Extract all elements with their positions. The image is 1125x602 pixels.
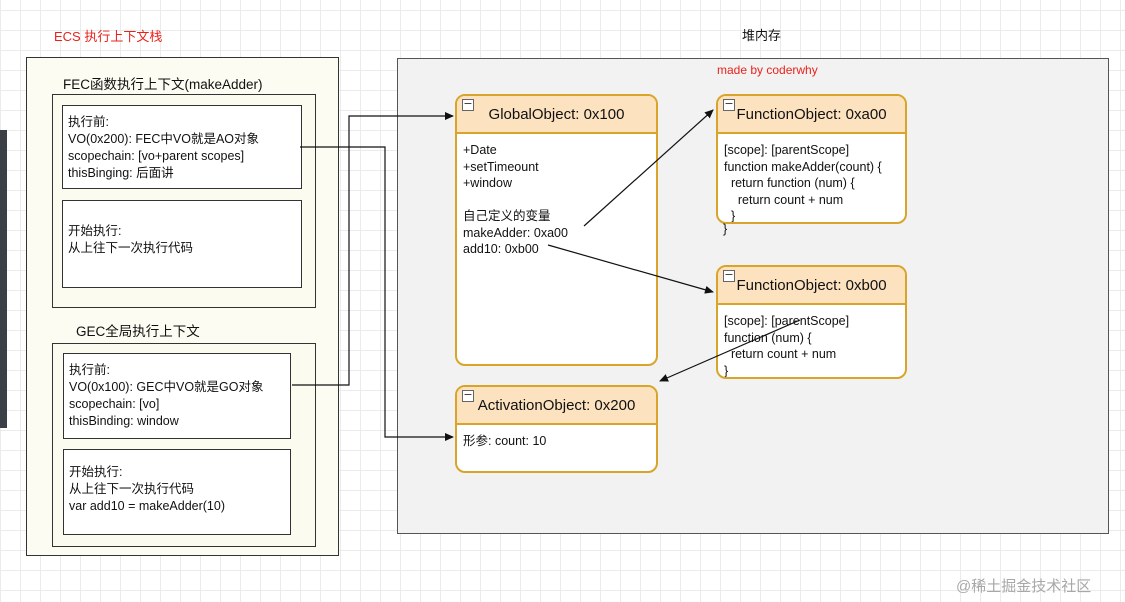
window-sidebar-strip bbox=[0, 130, 7, 428]
collapse-minus-icon[interactable]: − bbox=[462, 388, 474, 402]
fn-a00-line: return count + num bbox=[724, 192, 844, 207]
global-object-body: +Date +setTimeount +window 自己定义的变量 makeAdde… bbox=[457, 134, 656, 266]
fec-vo-to-activation-object-arrow bbox=[300, 146, 454, 441]
made-by-label: made by coderwhy bbox=[717, 63, 818, 77]
gec-before-line: VO(0x100): GEC中VO就是GO对象 bbox=[69, 380, 264, 394]
function-b00-scope-to-activation-arrow bbox=[659, 319, 801, 382]
fn-a00-line: } bbox=[724, 209, 736, 223]
fn-a00-line: return function (num) { bbox=[724, 176, 855, 190]
function-object-b00-title: FunctionObject: 0xb00 bbox=[736, 276, 887, 294]
function-object-b00: − FunctionObject: 0xb00 [scope]: [parent… bbox=[716, 265, 907, 379]
fec-exec-box: 开始执行: 从上往下一次执行代码 bbox=[62, 200, 302, 288]
fec-exec-line: 从上往下一次执行代码 bbox=[68, 241, 194, 255]
global-object-line: +window bbox=[463, 176, 512, 190]
gec-vo-to-global-object-arrow bbox=[292, 112, 454, 386]
fec-exec-line: 开始执行: bbox=[68, 224, 122, 238]
gec-before-box: 执行前: VO(0x100): GEC中VO就是GO对象 scopechain:… bbox=[63, 353, 291, 439]
global-object: − GlobalObject: 0x100 +Date+setTimeount+… bbox=[455, 94, 658, 366]
gec-before-line: scopechain: [vo] bbox=[69, 397, 160, 411]
gec-before-line: 执行前: bbox=[69, 363, 110, 377]
collapse-minus-icon[interactable]: − bbox=[723, 97, 735, 111]
function-object-a00-header: − FunctionObject: 0xa00 bbox=[718, 96, 905, 134]
function-object-a00: − FunctionObject: 0xa00 [scope]: [parent… bbox=[716, 94, 907, 224]
fn-b00-line: return count + num bbox=[724, 347, 837, 361]
ecs-stack-label: ECS 执行上下文栈 bbox=[54, 29, 163, 44]
fec-before-line: VO(0x200): FEC中VO就是AO对象 bbox=[68, 132, 260, 146]
activation-object-header: − ActivationObject: 0x200 bbox=[457, 387, 656, 425]
watermark-label: @稀土掘金技术社区 bbox=[956, 578, 1092, 595]
function-object-a00-body: [scope]: [parentScope] function makeAdder… bbox=[718, 134, 905, 223]
function-object-a00-title: FunctionObject: 0xa00 bbox=[736, 105, 887, 123]
function-object-b00-body: [scope]: [parentScope]function (num) { r… bbox=[718, 305, 905, 378]
global-object-line: makeAdder: 0xa00 bbox=[463, 225, 568, 240]
collapse-minus-icon[interactable]: − bbox=[723, 268, 735, 282]
activation-object: − ActivationObject: 0x200 形参: count: 10 bbox=[455, 385, 658, 473]
function-object-b00-header: − FunctionObject: 0xb00 bbox=[718, 267, 905, 305]
function-object-a00-closing-brace: } bbox=[723, 222, 728, 236]
fec-before-line: scopechain: [vo+parent scopes] bbox=[68, 149, 245, 163]
global-object-title: GlobalObject: 0x100 bbox=[488, 105, 625, 123]
fn-b00-line: } bbox=[724, 363, 729, 378]
collapse-minus-icon[interactable]: − bbox=[462, 97, 474, 111]
activation-object-body: 形参: count: 10 bbox=[457, 425, 656, 458]
makeadder-to-function-a00-arrow bbox=[583, 109, 714, 227]
global-object-line: +setTimeount bbox=[463, 159, 539, 174]
gec-exec-line: var add10 = makeAdder(10) bbox=[69, 499, 225, 513]
heap-label: 堆内存 bbox=[742, 28, 782, 43]
gec-exec-line: 开始执行: bbox=[69, 465, 123, 479]
gec-exec-box: 开始执行: 从上往下一次执行代码 var add10 = makeAdder(1… bbox=[63, 449, 291, 535]
activation-object-line: 形参: count: 10 bbox=[463, 434, 547, 448]
global-object-line: add10: 0xb00 bbox=[463, 242, 539, 256]
fec-before-box: 执行前: VO(0x200): FEC中VO就是AO对象 scopechain:… bbox=[62, 105, 302, 189]
fn-a00-line: [scope]: [parentScope] bbox=[724, 143, 850, 157]
fec-before-line: thisBinging: 后面讲 bbox=[68, 166, 174, 180]
gec-exec-line: 从上往下一次执行代码 bbox=[69, 482, 195, 496]
global-object-header: − GlobalObject: 0x100 bbox=[457, 96, 656, 134]
fn-a00-line: function makeAdder(count) { bbox=[724, 159, 882, 174]
add10-to-function-b00-arrow bbox=[547, 244, 714, 294]
global-object-line: +Date bbox=[463, 143, 497, 157]
fec-before-line: 执行前: bbox=[68, 115, 109, 129]
fn-b00-line: function (num) { bbox=[724, 330, 812, 345]
fec-title: FEC函数执行上下文(makeAdder) bbox=[63, 77, 263, 92]
gec-title: GEC全局执行上下文 bbox=[76, 324, 200, 339]
activation-object-title: ActivationObject: 0x200 bbox=[477, 396, 636, 414]
gec-before-line: thisBinding: window bbox=[69, 414, 179, 428]
global-object-line: 自己定义的变量 bbox=[463, 209, 551, 223]
